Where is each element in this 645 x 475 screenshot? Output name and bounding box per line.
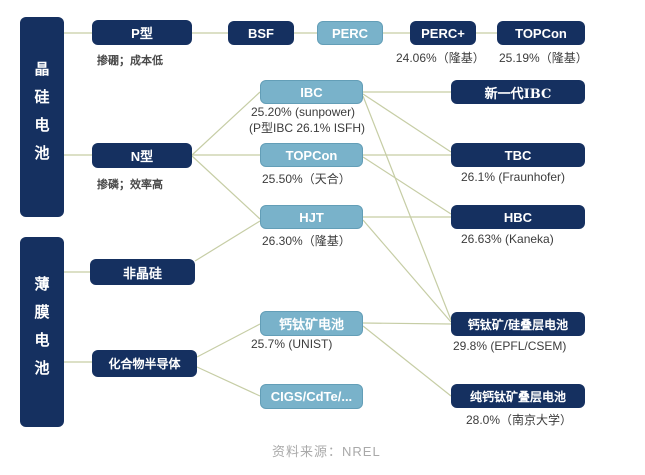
node-label: BSF: [248, 25, 274, 41]
source-label: 资料来源：NREL: [272, 444, 381, 459]
node-label: CIGS/CdTe/...: [270, 389, 353, 404]
node-label: 薄膜电池: [32, 276, 51, 388]
node-hbc: HBC: [451, 205, 585, 229]
node-label: HJT: [299, 209, 324, 225]
node-p-type: P型: [92, 20, 192, 45]
node-perovskite: 钙钛矿电池: [260, 311, 363, 336]
node-perovskite-silicon-tandem: 钙钛矿/硅叠层电池: [451, 312, 585, 336]
node-label: 钙钛矿电池: [278, 318, 344, 333]
node-topcon-mid: TOPCon: [260, 143, 363, 167]
hbc-efficiency: 26.63% (Kaneka): [461, 232, 554, 246]
tbc-efficiency: 26.1% (Fraunhofer): [461, 170, 566, 184]
topcon-top-efficiency: 25.19%（隆基）: [499, 51, 588, 65]
connector: [194, 220, 261, 262]
node-label: 晶硅电池: [32, 61, 51, 173]
connector: [196, 366, 261, 397]
node-compound-semiconductor: 化合物半导体: [92, 350, 197, 377]
node-label: N型: [130, 149, 154, 164]
node-perc: PERC: [317, 21, 383, 45]
n-type-note: 掺磷；效率高: [97, 178, 163, 191]
connector: [362, 325, 452, 397]
connector: [191, 91, 261, 156]
connector: [362, 95, 452, 321]
node-pure-perovskite-tandem: 纯钙钛矿叠层电池: [451, 384, 585, 408]
connector: [362, 219, 452, 323]
node-label: 纯钙钛矿叠层电池: [469, 389, 566, 404]
node-label: TOPCon: [285, 147, 338, 163]
perc-plus-efficiency: 24.06%（隆基）: [396, 51, 485, 65]
node-topcon-top: TOPCon: [497, 21, 585, 45]
node-hjt: HJT: [260, 205, 363, 229]
perovskite-efficiency: 25.7% (UNIST): [251, 337, 333, 351]
node-ibc: IBC: [260, 80, 363, 104]
node-label: IBC: [300, 84, 323, 100]
node-label: 非晶硅: [122, 266, 162, 282]
node-cigs-cdte: CIGS/CdTe/...: [260, 384, 363, 409]
node-new-generation-ibc: 新一代IBC: [451, 80, 585, 104]
node-label: 钙钛矿/硅叠层电池: [467, 317, 569, 332]
p-type-note: 掺硼；成本低: [97, 54, 163, 67]
node-label: TOPCon: [515, 25, 567, 41]
node-label: PERC+: [421, 25, 465, 41]
node-n-type: N型: [92, 143, 192, 168]
connector: [196, 323, 261, 358]
tandem-si-efficiency: 29.8% (EPFL/CSEM): [453, 339, 567, 353]
ibc-efficiency-2: (P型IBC 26.1% ISFH): [249, 121, 366, 135]
node-perc-plus: PERC+: [410, 21, 476, 45]
node-label: 化合物半导体: [108, 357, 181, 371]
node-tbc: TBC: [451, 143, 585, 167]
topcon-mid-efficiency: 25.50%（天合）: [262, 172, 351, 186]
ibc-efficiency: 25.20% (sunpower): [251, 105, 356, 119]
connector: [362, 156, 452, 215]
node-label: TBC: [504, 147, 532, 163]
node-amorphous-silicon: 非晶硅: [90, 259, 195, 285]
connector: [191, 155, 261, 220]
hjt-efficiency: 26.30%（隆基）: [262, 234, 351, 248]
node-crystalline-silicon-cell: 晶硅电池: [20, 17, 64, 217]
node-label: 新一代IBC: [484, 86, 552, 102]
connector: [362, 93, 452, 153]
node-label: HBC: [503, 209, 533, 225]
connector: [362, 322, 452, 325]
tandem-pure-efficiency: 28.0%（南京大学）: [466, 413, 573, 427]
node-thin-film-cell: 薄膜电池: [20, 237, 64, 427]
node-label: P型: [131, 26, 153, 41]
node-bsf: BSF: [228, 21, 294, 45]
node-label: PERC: [331, 25, 369, 41]
